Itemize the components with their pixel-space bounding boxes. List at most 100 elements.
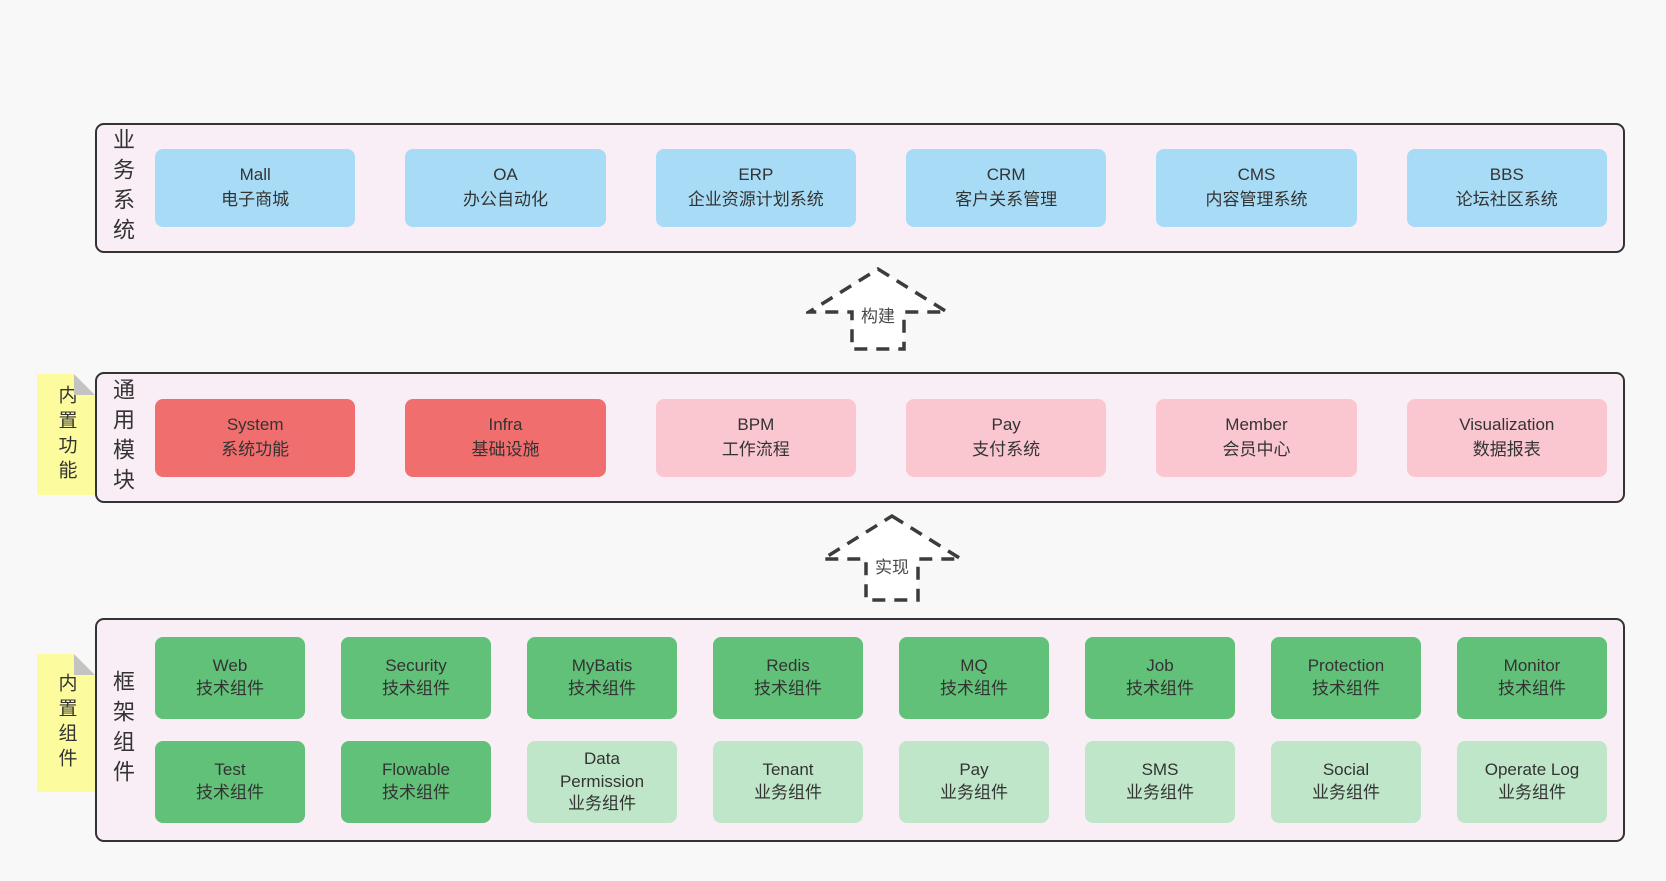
box-subtitle: 技术组件 xyxy=(940,679,1008,698)
box-subtitle: 客户关系管理 xyxy=(955,190,1058,209)
box-subtitle: 企业资源计划系统 xyxy=(687,190,824,209)
component-box-test: Test 技术组件 xyxy=(155,741,305,823)
built-in-features-note-text: 内置功能 xyxy=(55,384,77,485)
box-title: BPM xyxy=(737,414,775,434)
box-title: ERP xyxy=(738,165,774,185)
framework-components-label: 框架组件 xyxy=(110,670,135,790)
module-box-system: System 系统功能 xyxy=(155,398,356,477)
component-box-flowable: Flowable 技术组件 xyxy=(341,741,491,823)
box-subtitle: 工作流程 xyxy=(721,439,790,459)
box-title: MyBatis xyxy=(571,656,633,676)
framework-components-section: 框架组件 Web 技术组件 Security 技术组件 MyBatis 技术组件… xyxy=(95,618,1625,842)
box-title: CMS xyxy=(1237,165,1276,185)
note-fold-corner xyxy=(74,374,95,395)
box-subtitle: 会员中心 xyxy=(1222,439,1291,459)
component-box-mq: MQ 技术组件 xyxy=(899,637,1049,719)
business-box-bbs: BBS 论坛社区系统 xyxy=(1406,149,1607,227)
common-modules-section: 通用模块 System 系统功能 Infra 基础设施 BPM 工作流程 Pay… xyxy=(95,372,1625,503)
box-title: OA xyxy=(493,165,518,185)
module-box-bpm: BPM 工作流程 xyxy=(655,398,856,477)
module-box-pay: Pay 支付系统 xyxy=(905,398,1107,477)
box-title: Redis xyxy=(766,656,810,676)
component-boxes-grid: Web 技术组件 Security 技术组件 MyBatis 技术组件 Redi… xyxy=(155,637,1607,823)
box-title: Member xyxy=(1225,414,1288,434)
component-box-tenant: Tenant 业务组件 xyxy=(713,741,863,823)
component-box-monitor: Monitor 技术组件 xyxy=(1457,637,1607,719)
build-arrow-label: 构建 xyxy=(858,302,898,327)
box-subtitle: 论坛社区系统 xyxy=(1455,190,1558,209)
box-title: Pay xyxy=(959,760,989,780)
box-subtitle: 技术组件 xyxy=(568,679,636,698)
box-subtitle: 业务组件 xyxy=(940,783,1008,802)
box-title: Tenant xyxy=(762,760,814,780)
box-subtitle: 办公自动化 xyxy=(462,190,548,209)
note-fold-corner xyxy=(74,654,95,675)
box-subtitle: 业务组件 xyxy=(1498,783,1566,802)
box-title: Monitor xyxy=(1503,656,1561,676)
box-subtitle: 业务组件 xyxy=(568,794,636,814)
box-title: MQ xyxy=(960,656,988,676)
built-in-components-note: 内置组件 xyxy=(37,654,95,792)
box-title: Security xyxy=(385,656,447,676)
component-boxes-row-1: Web 技术组件 Security 技术组件 MyBatis 技术组件 Redi… xyxy=(155,637,1607,719)
built-in-features-note: 内置功能 xyxy=(37,374,95,495)
box-subtitle: 数据报表 xyxy=(1472,439,1541,459)
box-subtitle: 电子商城 xyxy=(221,190,290,209)
common-modules-label: 通用模块 xyxy=(110,377,135,498)
box-subtitle: 业务组件 xyxy=(1312,783,1380,802)
component-box-security: Security 技术组件 xyxy=(341,637,491,719)
module-box-visualization: Visualization 数据报表 xyxy=(1406,398,1607,477)
module-box-member: Member 会员中心 xyxy=(1156,398,1357,477)
box-title: SMS xyxy=(1141,760,1179,780)
box-title: System xyxy=(226,414,284,434)
box-subtitle: 技术组件 xyxy=(196,783,264,802)
box-subtitle: 支付系统 xyxy=(972,439,1041,459)
box-title: Infra xyxy=(488,414,523,434)
component-boxes-row-2: Test 技术组件 Flowable 技术组件 Data Permission … xyxy=(155,741,1607,823)
business-box-mall: Mall 电子商城 xyxy=(155,149,356,227)
box-title: Flowable xyxy=(381,760,451,780)
business-box-erp: ERP 企业资源计划系统 xyxy=(655,149,856,227)
implement-arrow: 实现 xyxy=(820,513,964,603)
box-title: Web xyxy=(212,656,248,676)
business-boxes-row: Mall 电子商城 OA 办公自动化 ERP 企业资源计划系统 CRM 客户关系… xyxy=(155,149,1607,227)
box-subtitle: 业务组件 xyxy=(1126,783,1194,802)
box-title: CRM xyxy=(986,165,1026,185)
module-box-infra: Infra 基础设施 xyxy=(405,398,606,477)
component-box-pay: Pay 业务组件 xyxy=(899,741,1049,823)
box-title: Test xyxy=(214,760,246,780)
box-title: BBS xyxy=(1489,165,1524,185)
box-title: Operate Log xyxy=(1484,760,1580,780)
component-box-web: Web 技术组件 xyxy=(155,637,305,719)
implement-arrow-label: 实现 xyxy=(872,553,912,578)
business-systems-section: 业务系统 Mall 电子商城 OA 办公自动化 ERP 企业资源计划系统 CRM… xyxy=(95,123,1625,253)
box-subtitle: 技术组件 xyxy=(1126,679,1194,698)
box-subtitle: 技术组件 xyxy=(1498,679,1566,698)
box-title: Data Permission xyxy=(559,748,645,791)
business-box-oa: OA 办公自动化 xyxy=(405,149,606,227)
component-box-redis: Redis 技术组件 xyxy=(713,637,863,719)
box-title: Social xyxy=(1322,760,1370,780)
box-subtitle: 技术组件 xyxy=(196,679,264,698)
component-box-protection: Protection 技术组件 xyxy=(1271,637,1421,719)
box-title: Mall xyxy=(239,165,271,185)
business-systems-label: 业务系统 xyxy=(110,128,135,248)
built-in-components-note-text: 内置组件 xyxy=(55,673,77,773)
business-box-crm: CRM 客户关系管理 xyxy=(905,149,1107,227)
box-title: Pay xyxy=(991,414,1021,434)
component-box-social: Social 业务组件 xyxy=(1271,741,1421,823)
box-title: Protection xyxy=(1307,656,1385,676)
component-box-operate-log: Operate Log 业务组件 xyxy=(1457,741,1607,823)
box-subtitle: 技术组件 xyxy=(382,783,450,802)
box-title: Visualization xyxy=(1459,414,1555,434)
component-box-data-permission: Data Permission 业务组件 xyxy=(527,741,677,823)
build-arrow: 构建 xyxy=(806,266,950,352)
box-subtitle: 业务组件 xyxy=(754,783,822,802)
box-title: Job xyxy=(1146,656,1174,676)
box-subtitle: 基础设施 xyxy=(471,439,540,459)
box-subtitle: 系统功能 xyxy=(221,439,290,459)
box-subtitle: 技术组件 xyxy=(754,679,822,698)
component-box-job: Job 技术组件 xyxy=(1085,637,1235,719)
component-box-mybatis: MyBatis 技术组件 xyxy=(527,637,677,719)
